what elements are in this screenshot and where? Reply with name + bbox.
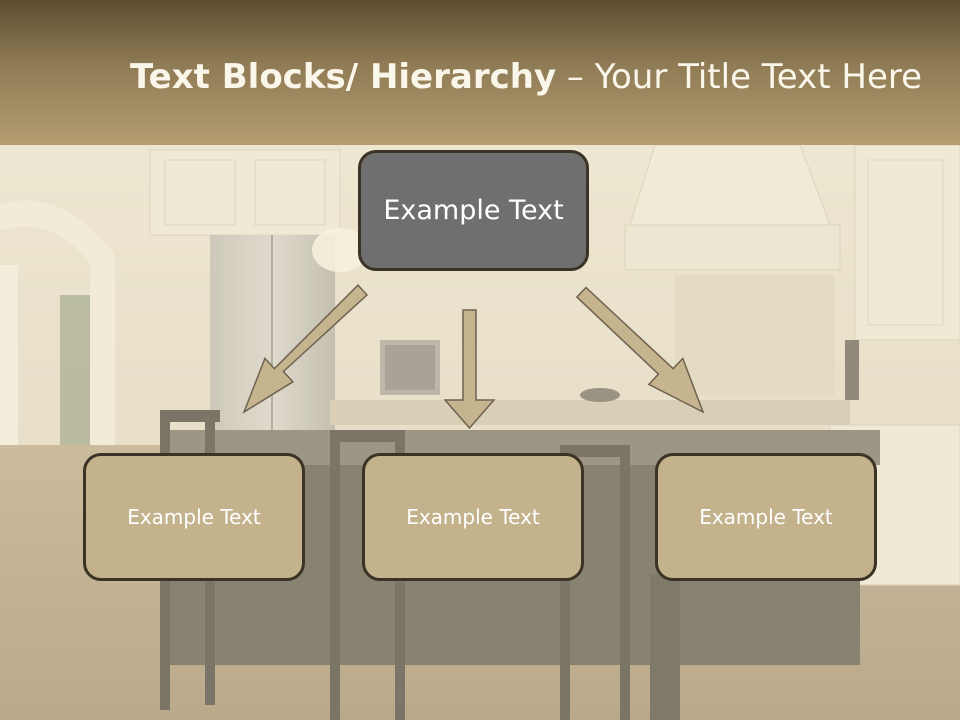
child-box-2[interactable]: Example Text [362,453,584,581]
title-dash: – [556,57,595,97]
child-text-3: Example Text [699,505,833,529]
child-text-2: Example Text [406,505,540,529]
title-bar: Text Blocks/ Hierarchy – Your Title Text… [0,0,960,145]
title-rest-part: Your Title Text Here [594,57,923,97]
slide-title: Text Blocks/ Hierarchy – Your Title Text… [130,52,922,102]
title-bold-part: Text Blocks/ Hierarchy [130,57,557,97]
child-text-1: Example Text [127,505,261,529]
top-level-text: Example Text [383,195,564,226]
child-box-1[interactable]: Example Text [83,453,305,581]
child-box-3[interactable]: Example Text [655,453,877,581]
top-level-box[interactable]: Example Text [358,150,589,271]
